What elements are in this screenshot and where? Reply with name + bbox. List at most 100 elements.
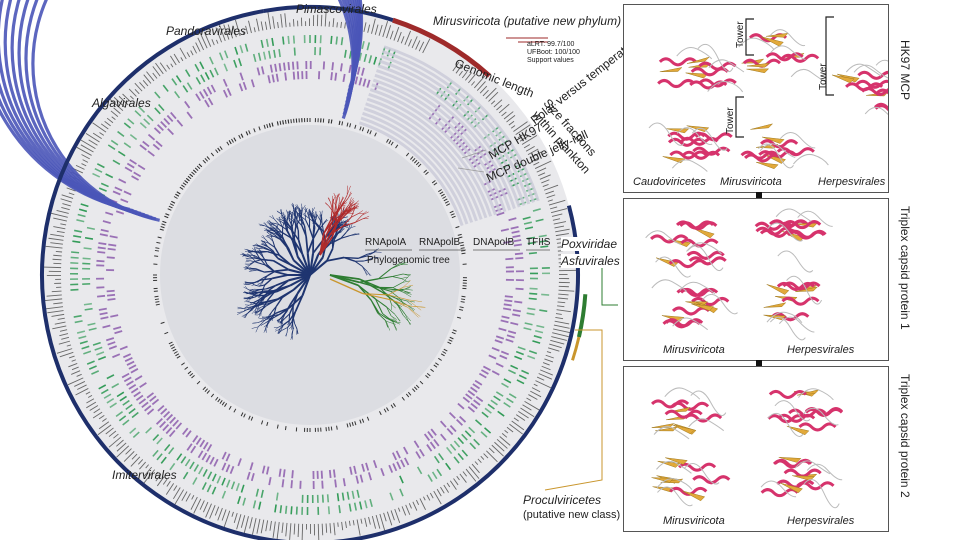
purple-ring-mark — [342, 73, 346, 83]
tree-branch — [262, 299, 264, 303]
tree-branch — [304, 206, 308, 213]
histogram-tick — [546, 194, 556, 199]
inner-tick — [182, 182, 187, 186]
histogram-tick — [80, 144, 94, 153]
green-ring-mark — [461, 449, 469, 457]
green-ring-mark — [218, 52, 224, 61]
inner-tick — [271, 122, 274, 127]
histogram-tick — [139, 461, 146, 470]
tree-branch — [247, 308, 252, 314]
green-ring-mark — [156, 437, 163, 445]
coil — [691, 127, 728, 151]
tree-branch — [269, 311, 273, 317]
inner-tick — [415, 161, 420, 166]
tree-branch — [254, 310, 260, 313]
histogram-tick — [53, 217, 67, 222]
green-ring-mark — [238, 58, 243, 67]
inner-tick — [447, 341, 452, 345]
histogram-tick — [553, 328, 571, 334]
purple-ring-mark — [126, 162, 135, 169]
purple-ring-mark — [267, 75, 271, 84]
tree-branch — [348, 197, 352, 205]
histogram-tick — [521, 135, 538, 145]
tree-branch — [294, 216, 298, 221]
tree-branch — [269, 234, 276, 238]
purple-ring-mark — [130, 387, 139, 394]
tree-branch — [250, 260, 257, 263]
purple-ring-mark — [283, 62, 286, 71]
histogram-tick — [547, 347, 560, 352]
purple-ring-mark — [123, 190, 132, 196]
green-ring-mark — [125, 403, 133, 410]
green-ring-mark — [364, 500, 368, 509]
histogram-tick — [443, 484, 449, 493]
histogram-tick — [545, 190, 555, 195]
green-ring-mark — [202, 469, 208, 477]
tree-branch — [294, 323, 298, 330]
green-ring-mark — [169, 462, 176, 471]
histogram-tick — [345, 521, 347, 529]
green-ring-mark — [503, 402, 511, 408]
inner-tick — [228, 140, 232, 145]
tree-branch — [392, 320, 400, 325]
tree-branch — [278, 224, 287, 230]
histogram-tick — [462, 471, 468, 477]
inner-tick — [379, 411, 382, 416]
inner-tick — [198, 163, 203, 168]
histogram-tick — [223, 510, 231, 528]
purple-ring-mark — [358, 77, 363, 86]
purple-ring-mark — [250, 472, 255, 482]
purple-ring-mark — [142, 140, 150, 148]
green-ring-mark — [481, 411, 489, 418]
histogram-tick — [533, 161, 540, 166]
inner-tick — [160, 321, 165, 324]
tree-branch — [261, 279, 265, 284]
histogram-tick — [134, 88, 140, 95]
green-ring-mark — [493, 395, 501, 402]
green-ring-mark — [338, 505, 341, 514]
histogram-tick — [80, 139, 96, 150]
tree-branch — [272, 259, 290, 271]
histogram-tick — [415, 40, 421, 50]
inner-tick — [413, 386, 418, 391]
inner-tick — [169, 344, 174, 347]
tree-branch — [263, 275, 268, 281]
hk97-group-herpesvirales: Herpesvirales — [818, 176, 886, 188]
green-ring-mark — [71, 251, 80, 254]
beta-sheet — [746, 68, 770, 74]
tree-branch — [390, 263, 400, 270]
histogram-tick — [180, 57, 184, 62]
tree-branch — [345, 228, 350, 233]
alpha-helix — [692, 475, 731, 485]
tree-branch — [256, 279, 260, 282]
green-ring-mark — [341, 492, 345, 501]
purple-ring-mark — [190, 445, 197, 454]
histogram-tick — [555, 313, 562, 315]
tree-branch — [282, 237, 289, 249]
green-ring-mark — [522, 216, 531, 220]
green-ring-mark — [171, 78, 178, 86]
tree-branch — [345, 206, 351, 215]
green-ring-mark — [523, 327, 532, 331]
green-ring-mark — [284, 505, 288, 514]
alpha-helix — [651, 399, 690, 409]
inner-tick — [240, 412, 244, 417]
tree-branch — [335, 206, 338, 213]
histogram-tick — [490, 100, 496, 105]
histogram-tick — [243, 516, 249, 534]
alpha-helix — [781, 296, 820, 306]
inner-tick — [412, 157, 416, 162]
inner-tick — [196, 165, 201, 170]
histogram-tick — [511, 420, 525, 431]
coil — [790, 68, 827, 83]
tree-branch — [347, 191, 352, 199]
tree-branch — [340, 196, 344, 203]
purple-ring-mark — [184, 100, 191, 109]
tree-branch — [256, 306, 262, 310]
histogram-tick — [540, 369, 553, 376]
histogram-tick — [348, 520, 351, 526]
purple-ring-mark — [109, 235, 118, 239]
purple-ring-mark — [495, 362, 504, 368]
green-ring-mark — [98, 355, 107, 361]
tree-branch — [391, 304, 396, 309]
